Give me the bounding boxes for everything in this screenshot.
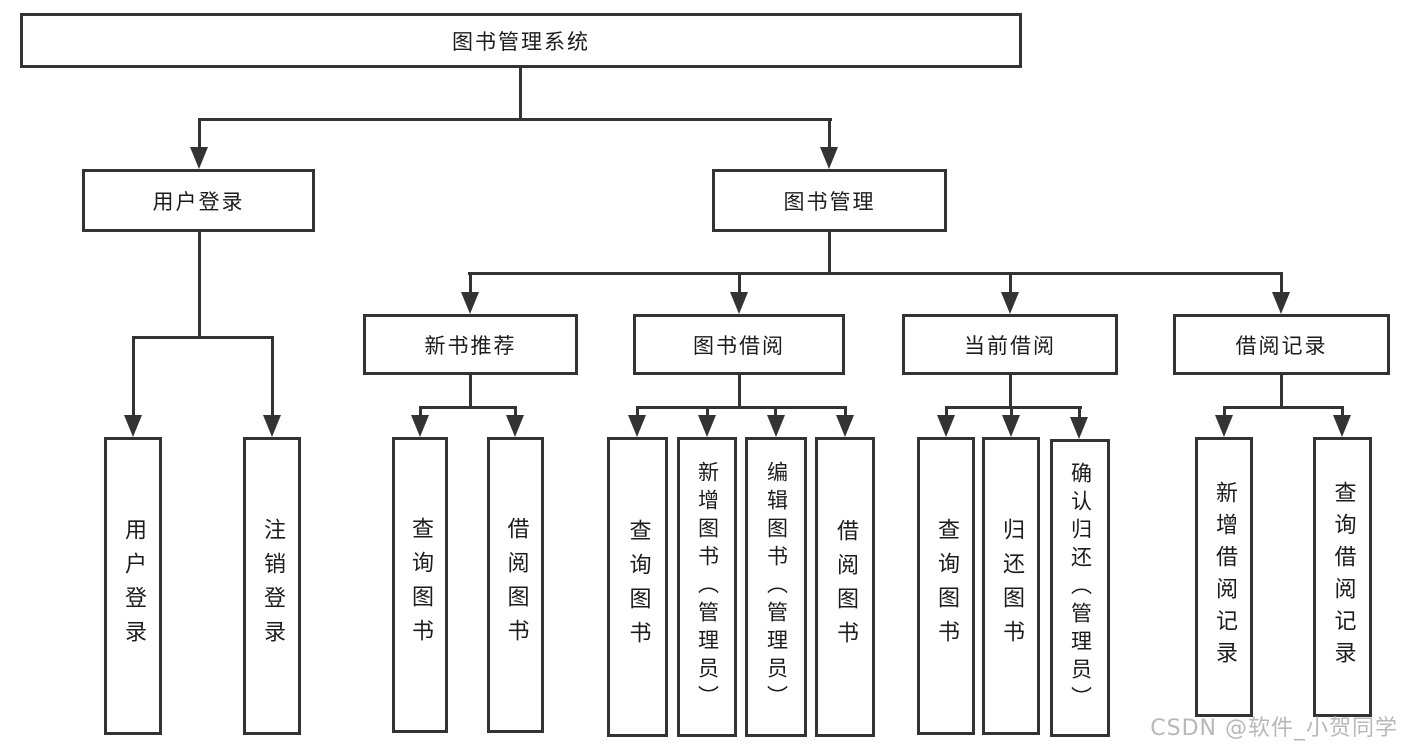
node-new-book-recommendation: 新书推荐 [363,314,578,375]
connector-drop-leaf [1078,406,1081,420]
connector-current-borrow-stem [1009,375,1012,408]
node-current-borrowing: 当前借阅 [902,314,1118,375]
node-label: 确认归还（管理员） [1068,462,1093,714]
connector-drop-new-book [469,272,472,298]
node-label: 借阅图书 [503,517,529,653]
node-label: 用户登录 [121,518,146,654]
connector-book-borrow-bus [636,406,847,409]
connector-current-borrow-bus [945,406,1082,409]
node-book-borrowing: 图书借阅 [633,314,845,375]
arrow-down-icon [1001,292,1019,314]
leaf-borrow-books: 借阅图书 [815,437,875,737]
leaf-query-books-current: 查询图书 [917,437,975,735]
node-label: 用户登录 [152,189,245,214]
connector-user-login-stem [198,232,201,338]
csdn-watermark: CSDN @软件_小贺同学 [1150,716,1398,741]
node-label: 归还图书 [999,518,1024,654]
node-label: 图书管理系统 [452,29,590,54]
connector-drop-leaf [1341,406,1344,420]
arrow-down-icon [820,147,838,169]
connector-drop-leaf [132,336,135,418]
leaf-logout: 注销登录 [243,437,301,735]
connector-book-mgmt-stem [828,232,831,274]
connector-book-borrow-stem [738,375,741,408]
node-label: 图书借阅 [693,333,785,358]
node-label: 图书管理 [783,189,876,214]
leaf-edit-books-admin: 编辑图书（管理员） [745,437,807,737]
connector-drop-current-borrow [1009,272,1012,298]
connector-new-book-stem [469,375,472,408]
node-label: 新书推荐 [424,333,517,358]
connector-drop-leaf [1223,406,1226,420]
arrow-down-icon [628,415,646,437]
node-label: 编辑图书（管理员） [764,461,789,713]
connector-drop-leaf [419,406,422,420]
leaf-return-books: 归还图书 [982,437,1040,735]
leaf-query-books-recommend: 查询图书 [392,437,448,733]
leaf-confirm-return-admin: 确认归还（管理员） [1050,439,1110,737]
arrow-down-icon [730,292,748,314]
arrow-down-icon [263,415,281,437]
arrow-down-icon [124,415,142,437]
arrow-down-icon [1333,415,1351,437]
arrow-down-icon [767,415,785,437]
connector-borrow-record-stem [1280,375,1283,408]
leaf-borrow-books-recommend: 借阅图书 [487,437,544,733]
arrow-down-icon [1215,415,1233,437]
connector-level3-bus [468,272,1282,275]
connector-drop-leaf [945,406,948,420]
node-book-management: 图书管理 [712,169,947,232]
connector-drop-leaf [844,406,847,420]
connector-drop-borrow-record [1280,272,1283,298]
connector-drop-leaf [271,336,274,418]
node-label: 注销登录 [260,518,285,654]
connector-drop-book-borrow [738,272,741,298]
connector-drop-leaf [1010,406,1013,420]
node-label: 借阅图书 [833,519,858,655]
leaf-add-books-admin: 新增图书（管理员） [677,437,737,737]
node-label: 查询图书 [408,517,433,653]
arrow-down-icon [190,147,208,169]
connector-root-stem [519,68,522,120]
arrow-down-icon [1272,292,1290,314]
node-root-library-system: 图书管理系统 [20,13,1022,68]
arrow-down-icon [411,415,429,437]
leaf-user-login: 用户登录 [104,437,162,735]
connector-drop-leaf [636,406,639,420]
arrow-down-icon [461,292,479,314]
arrow-down-icon [836,415,854,437]
arrow-down-icon [937,415,955,437]
leaf-query-borrow-record: 查询借阅记录 [1313,437,1372,717]
connector-drop-user-login [198,118,201,152]
node-borrowing-records: 借阅记录 [1173,314,1390,375]
node-label: 查询图书 [934,518,959,654]
node-label: 当前借阅 [964,333,1056,358]
arrow-down-icon [506,415,524,437]
node-label: 查询图书 [625,519,651,655]
node-label: 新增图书（管理员） [695,461,720,713]
leaf-query-books-borrow: 查询图书 [607,437,668,737]
connector-level2-bus [198,118,832,121]
arrow-down-icon [1002,415,1020,437]
arrow-down-icon [698,415,716,437]
node-label: 借阅记录 [1235,333,1328,358]
connector-drop-book-mgmt [828,118,831,152]
connector-user-login-bus [132,336,274,339]
connector-borrow-record-bus [1223,406,1344,409]
node-user-login: 用户登录 [82,169,315,232]
leaf-add-borrow-record: 新增借阅记录 [1195,437,1253,717]
connector-new-book-bus [419,406,517,409]
connector-drop-leaf [514,406,517,420]
connector-drop-leaf [706,406,709,420]
node-label: 新增借阅记录 [1212,481,1237,673]
arrow-down-icon [1070,417,1088,439]
connector-drop-leaf [774,406,777,420]
node-label: 查询借阅记录 [1330,481,1356,673]
